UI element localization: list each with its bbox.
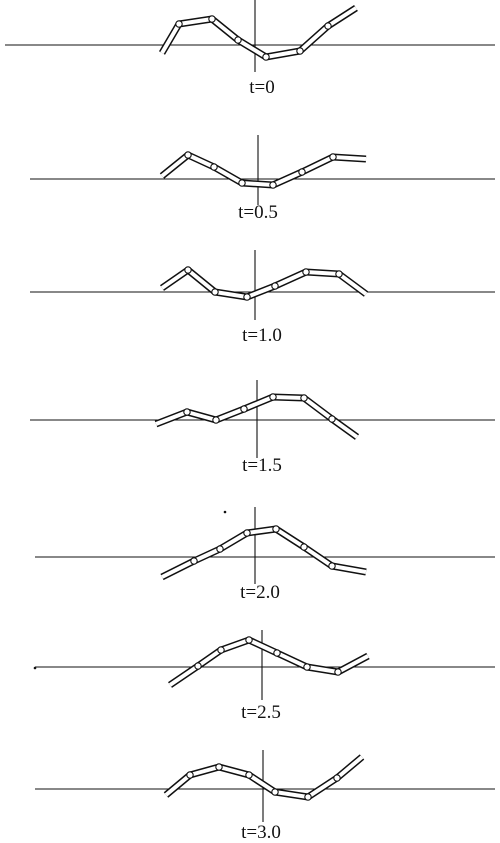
joint-icon: [273, 649, 281, 657]
time-label: t=2.5: [241, 702, 281, 723]
joint-icon: [300, 543, 308, 551]
frame-5: t=2.5: [35, 630, 495, 723]
joint-icon: [269, 181, 277, 189]
link-chain-outline: [160, 525, 367, 581]
frame-6: t=3.0: [35, 750, 495, 843]
time-label: t=3.0: [241, 822, 281, 843]
joint-icon: [271, 788, 279, 796]
joint-icon: [329, 153, 337, 161]
joint-icon: [262, 53, 270, 61]
joint-icon: [300, 394, 308, 402]
joint-icon: [243, 529, 251, 537]
joint-icon: [184, 151, 192, 159]
link-chain-body: [160, 268, 368, 299]
link-chain-body: [164, 755, 364, 799]
frame-0: t=0: [5, 0, 495, 98]
link-chain-body: [160, 153, 367, 187]
joint-icon: [324, 22, 332, 30]
joint-icon: [296, 47, 304, 55]
joint-icon: [217, 646, 225, 654]
time-label: t=1.0: [242, 325, 282, 346]
joint-icon: [328, 415, 336, 423]
joint-icon: [211, 288, 219, 296]
frame-1: t=0.5: [30, 135, 495, 223]
joint-icon: [298, 168, 306, 176]
frame-2: t=1.0: [30, 250, 495, 346]
time-label: t=2.0: [240, 582, 280, 603]
joint-icon: [334, 668, 342, 676]
joint-icon: [269, 393, 277, 401]
time-label: t=0.5: [238, 202, 278, 223]
time-label: t=1.5: [242, 455, 282, 476]
joint-icon: [240, 405, 248, 413]
stray-mark: [223, 510, 227, 514]
frame-4: t=2.0: [35, 507, 495, 603]
joint-icon: [272, 525, 280, 533]
joint-icon: [208, 15, 216, 23]
joint-icon: [184, 266, 192, 274]
joint-icon: [183, 408, 191, 416]
joint-icon: [238, 179, 246, 187]
joint-icon: [245, 636, 253, 644]
joint-icon: [304, 793, 312, 801]
joint-icon: [333, 774, 341, 782]
joint-icon: [245, 771, 253, 779]
joint-icon: [303, 663, 311, 671]
link-chain-outline: [163, 754, 365, 801]
joint-icon: [328, 562, 336, 570]
link-chain-body: [168, 638, 369, 687]
link-chain-body: [160, 6, 358, 59]
joint-icon: [186, 771, 194, 779]
joint-icon: [190, 557, 198, 565]
time-label: t=0: [249, 77, 275, 98]
joint-icon: [234, 36, 242, 44]
joint-icon: [335, 270, 343, 278]
link-chain-outline: [158, 5, 358, 61]
joint-icon: [175, 20, 183, 28]
link-chain-body: [155, 395, 359, 439]
joint-icon: [215, 763, 223, 771]
joint-icon: [216, 545, 224, 553]
joint-icon: [194, 662, 202, 670]
joint-icon: [212, 416, 220, 424]
joint-icon: [302, 268, 310, 276]
joint-icon: [271, 282, 279, 290]
link-chain-body: [161, 527, 367, 579]
joint-icon: [243, 293, 251, 301]
frame-3: t=1.5: [30, 380, 495, 476]
joint-icon: [210, 163, 218, 171]
